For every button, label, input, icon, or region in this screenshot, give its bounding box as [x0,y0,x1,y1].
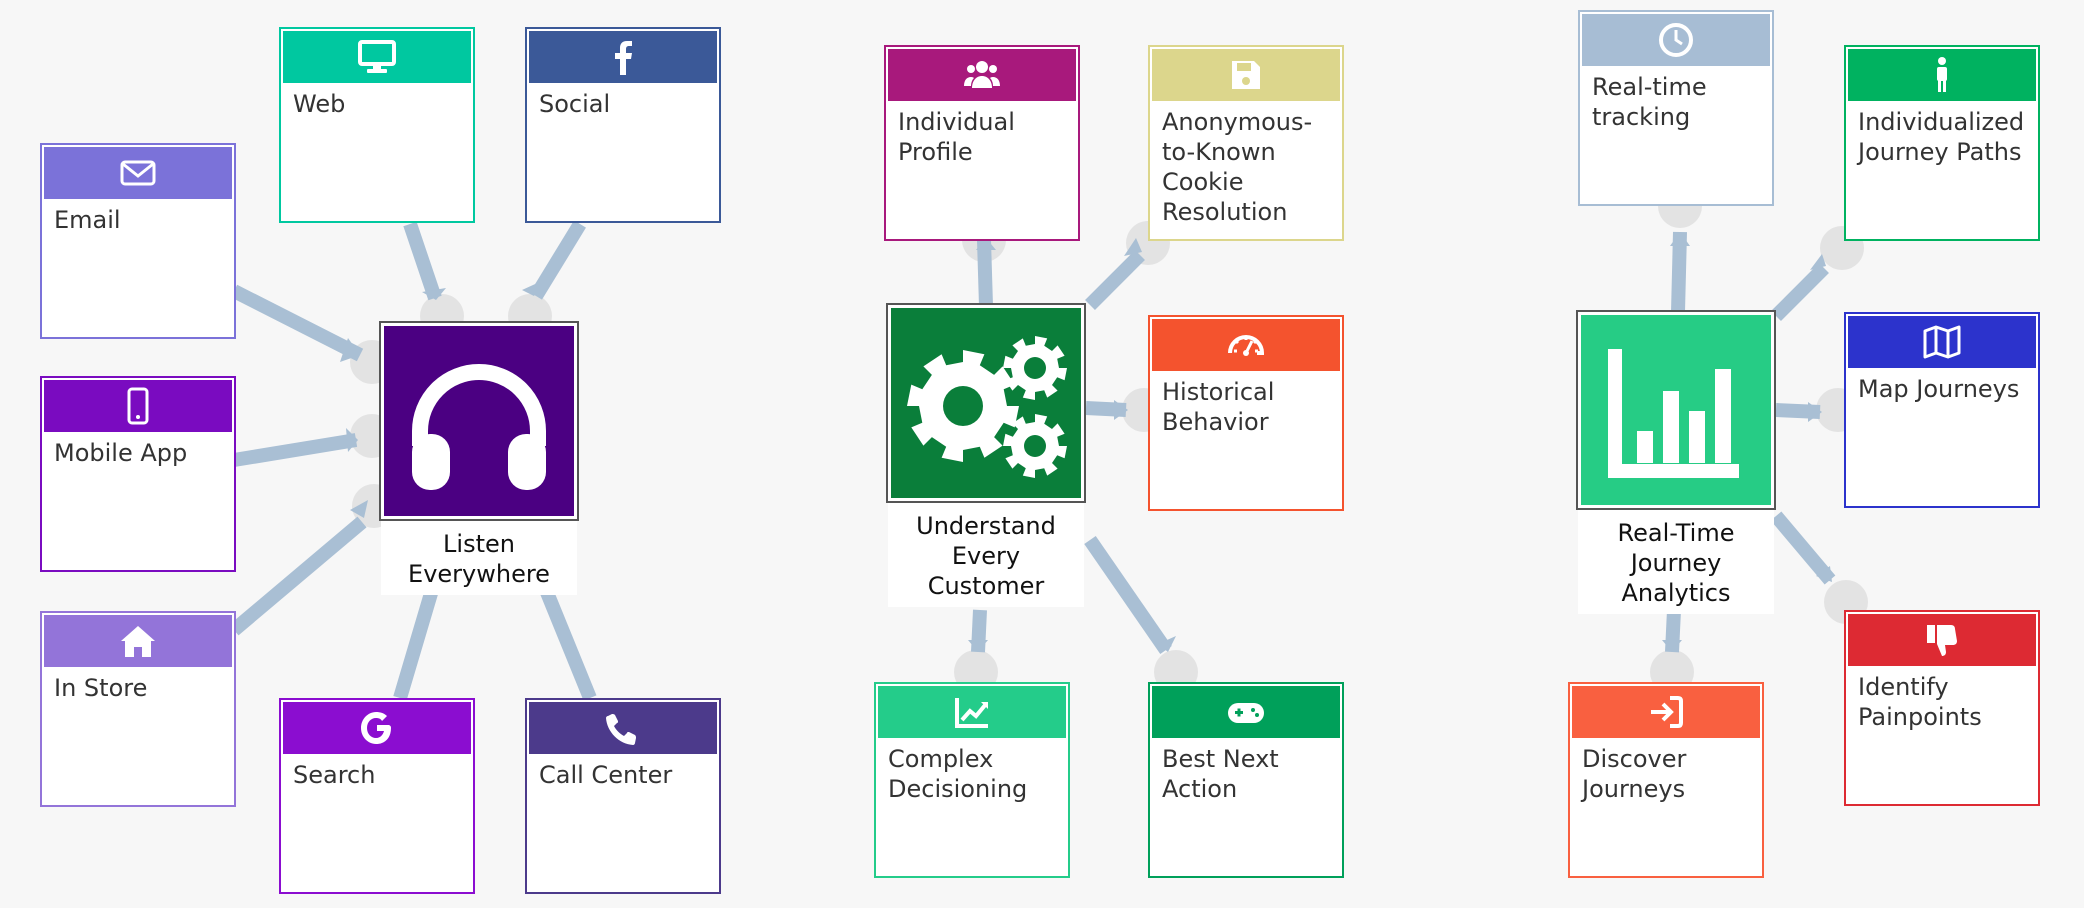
node-label: Best Next Action [1162,745,1279,803]
envelope-icon [44,147,232,199]
node-label: Search [293,761,376,789]
connector-line [977,239,993,307]
connector-line [393,588,439,700]
gamepad-icon [1152,686,1340,738]
connector-line [1084,536,1172,654]
users-icon [888,49,1076,101]
node-label: Mobile App [54,439,188,467]
connector-arrowhead [968,640,988,652]
connector-arrowhead [976,238,996,250]
bar-chart-icon [1576,310,1776,510]
node-label: Web [293,90,346,118]
node-in-store[interactable]: In Store [40,611,236,807]
node-label: Email [54,206,121,234]
hub-label: Understand Every Customer [888,501,1084,607]
node-individual-profile[interactable]: Individual Profile [884,45,1080,241]
floppy-disk-icon [1152,49,1340,101]
node-complex-decisioning[interactable]: Complex Decisioning [874,682,1070,878]
connector-line [232,433,358,467]
connector-line [1085,250,1145,310]
mobile-icon [44,380,232,432]
node-historical-behavior[interactable]: Historical Behavior [1148,315,1344,511]
chart-line-icon [878,686,1066,738]
node-mobile-app[interactable]: Mobile App [40,376,236,572]
node-real-time-tracking[interactable]: Real-time tracking [1578,10,1774,206]
gears-icon [886,303,1086,503]
hub-understand-every-customer[interactable]: Understand Every Customer [886,303,1086,607]
node-label: In Store [54,674,148,702]
connector-arrowhead [346,428,358,452]
phone-icon [529,702,717,754]
node-label: Call Center [539,761,673,789]
node-identify-painpoints[interactable]: Identify Painpoints [1844,610,2040,806]
node-discover-journeys[interactable]: Discover Journeys [1568,682,1764,878]
connector-line [1770,511,1836,585]
facebook-icon [529,31,717,83]
node-label: Individual Profile [898,108,1015,166]
node-label: Social [539,90,611,118]
connector-line [229,516,367,636]
connector-line [1771,263,1829,321]
headphones-icon [379,321,579,521]
node-label: Discover Journeys [1582,745,1687,803]
node-label: Identify Painpoints [1858,673,1982,731]
node-label: Complex Decisioning [888,745,1028,803]
node-anonymous-to-known-cookie-resolution[interactable]: Anonymous- to-Known Cookie Resolution [1148,45,1344,241]
connector-arrowhead [422,288,446,300]
clock-icon [1582,14,1770,66]
connector-arrowhead [1114,400,1128,420]
node-search[interactable]: Search [279,698,475,894]
connector-arrowhead [340,338,360,362]
connector-arrowhead [1158,636,1176,652]
person-icon [1848,49,2036,101]
speedometer-icon [1152,319,1340,371]
node-call-center[interactable]: Call Center [525,698,721,894]
home-icon [44,615,232,667]
sign-in-icon [1572,686,1760,738]
connector-arrowhead [1810,254,1826,270]
node-label: Individualized Journey Paths [1858,108,2025,166]
connector-arrowhead [1124,238,1142,256]
hub-listen-everywhere[interactable]: Listen Everywhere [379,321,579,595]
hub-label: Listen Everywhere [381,519,577,595]
node-label: Historical Behavior [1162,378,1275,436]
node-map-journeys[interactable]: Map Journeys [1844,312,2040,508]
connector-arrowhead [350,500,368,518]
node-individualized-journey-paths[interactable]: Individualized Journey Paths [1844,45,2040,241]
connector-line [403,221,442,301]
node-label: Real-time tracking [1592,73,1707,131]
hub-real-time-journey-analytics[interactable]: Real-Time Journey Analytics [1576,310,1776,614]
node-label: Map Journeys [1858,375,2020,403]
connector-line [530,220,586,300]
connector-arrowhead [522,280,544,296]
map-icon [1848,316,2036,368]
connector-arrowhead [1816,566,1832,582]
connector-arrowhead [1670,232,1690,246]
node-social[interactable]: Social [525,27,721,223]
hub-label: Real-Time Journey Analytics [1578,508,1774,614]
desktop-icon [283,31,471,83]
node-email[interactable]: Email [40,143,236,339]
node-label: Anonymous- to-Known Cookie Resolution [1162,108,1313,226]
connector-arrowhead [1808,402,1822,422]
connector-line [539,587,597,701]
connector-line [230,284,364,362]
thumbs-down-icon [1848,614,2036,666]
connector-arrowhead [1662,640,1682,652]
google-icon [283,702,471,754]
node-best-next-action[interactable]: Best Next Action [1148,682,1344,878]
node-web[interactable]: Web [279,27,475,223]
